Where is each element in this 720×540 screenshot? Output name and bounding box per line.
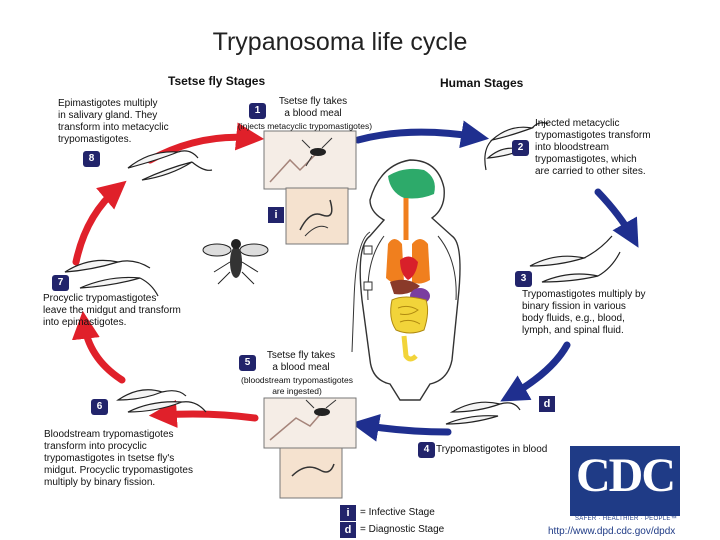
parasite-2a xyxy=(489,126,535,142)
step-7-line: Procyclic trypomastigotes xyxy=(43,293,157,304)
parasite-8a xyxy=(127,151,179,169)
parasite-7b xyxy=(79,276,141,289)
step-2-line: Injected metacyclic xyxy=(535,118,620,129)
step-2-line: are carried to other sites. xyxy=(535,166,646,177)
tsetse-fly xyxy=(202,239,269,285)
bite-inset-5 xyxy=(263,397,357,449)
step-4-badge: 4 xyxy=(418,442,435,458)
arrow-5-to-6 xyxy=(148,400,259,428)
step-3-text: Trypomastigotes multiply by binary fissi… xyxy=(522,289,692,337)
source-url[interactable]: http://www.dpd.cdc.gov/dpdx xyxy=(548,526,676,537)
arrow-7-to-8 xyxy=(72,180,127,266)
step-6-line: transform into procyclic xyxy=(44,441,147,452)
step-1-line1: Tsetse fly takes xyxy=(278,96,348,107)
parasite-6a xyxy=(116,389,164,401)
step-8-badge: 8 xyxy=(83,151,100,167)
step-5-line2: a blood meal xyxy=(272,362,330,373)
infective-inset xyxy=(285,187,349,245)
bite-inset-1 xyxy=(263,130,357,241)
step-5-note1: (bloodstream trypomastigotes xyxy=(241,375,353,385)
step-1-note: (injects metacyclic trypomastigotes) xyxy=(237,121,373,131)
step-5-note2: are ingested) xyxy=(272,386,322,396)
parasite-6b xyxy=(127,401,183,413)
cdc-logo-word: CDC xyxy=(576,449,676,502)
step-5-line1: Tsetse fly takes xyxy=(266,350,336,361)
step-3-badge: 3 xyxy=(515,271,532,287)
step-5-badge: 5 xyxy=(239,355,256,371)
step-8-line: transform into metacyclic xyxy=(58,122,169,133)
step-3-line: lymph, and spinal fluid. xyxy=(522,325,624,336)
cdc-logo: CDC xyxy=(570,446,680,516)
parasite-3b xyxy=(541,273,599,283)
step-8-line: trypomastigotes. xyxy=(58,134,132,145)
step-7-line: leave the midgut and transform xyxy=(43,305,181,316)
legend-infective-text: = Infective Stage xyxy=(360,507,435,518)
step-3-line: Trypomastigotes multiply by xyxy=(522,289,646,300)
step-2-line: trypomastigotes transform xyxy=(535,130,651,141)
step-4-text: Trypomastigotes in blood xyxy=(436,444,548,455)
human-cycle-arrows xyxy=(350,120,639,442)
step-3-line: binary fission in various xyxy=(522,301,626,312)
step-6-line: multiply by binary fission. xyxy=(44,477,156,488)
step-1-line2: a blood meal xyxy=(284,108,342,119)
step-6-text: Bloodstream trypomastigotes transform in… xyxy=(44,429,244,489)
legend-infective-marker: i xyxy=(340,505,356,521)
tsetse-stages-header: Tsetse fly Stages xyxy=(168,74,266,88)
infective-marker: i xyxy=(268,207,284,223)
step-8-text: Epimastigotes multiply in salivary gland… xyxy=(58,98,198,146)
legend-diagnostic-text: = Diagnostic Stage xyxy=(360,524,445,535)
blood-inset xyxy=(279,447,343,499)
step-6-line: trypomastigotes in tsetse fly's xyxy=(44,453,175,464)
parasite-3a xyxy=(529,255,587,267)
step-6-badge: 6 xyxy=(91,399,108,415)
page-title: Trypanosoma life cycle xyxy=(212,28,468,56)
step-8-line: in salivary gland. They xyxy=(58,110,158,121)
parasite-4a xyxy=(449,401,503,413)
step-2-line: into bloodstream xyxy=(535,142,609,153)
arrow-1-to-2 xyxy=(354,120,490,149)
step-7-badge: 7 xyxy=(52,275,69,291)
step-6-line: midgut. Procyclic trypomastigotes xyxy=(44,465,193,476)
step-1-badge: 1 xyxy=(249,103,266,119)
parasite-4b xyxy=(445,415,499,425)
cdc-tagline: SAFER · HEALTHIER · PEOPLE™ xyxy=(574,516,677,522)
arrow-6-to-7 xyxy=(71,310,126,384)
diagnostic-marker: d xyxy=(539,396,555,412)
step-6-line: Bloodstream trypomastigotes xyxy=(44,429,174,440)
human-body xyxy=(351,159,461,401)
step-3-line: body fluids, e.g., blood, xyxy=(522,313,625,324)
step-7-line: into epimastigotes. xyxy=(43,317,127,328)
parasite-8b xyxy=(141,161,193,181)
step-8-line: Epimastigotes multiply xyxy=(58,98,158,109)
step-7-text: Procyclic trypomastigotes leave the midg… xyxy=(43,293,243,329)
step-2-line: trypomastigotes, which xyxy=(535,154,637,165)
arrow-2-to-3 xyxy=(594,188,639,248)
arrow-4-to-5 xyxy=(350,413,452,442)
legend-diagnostic-marker: d xyxy=(340,522,356,538)
step-2-badge: 2 xyxy=(512,140,529,156)
arrow-3-to-4 xyxy=(500,341,571,402)
human-stages-header: Human Stages xyxy=(440,76,524,90)
step-2-text: Injected metacyclic trypomastigotes tran… xyxy=(535,118,685,178)
